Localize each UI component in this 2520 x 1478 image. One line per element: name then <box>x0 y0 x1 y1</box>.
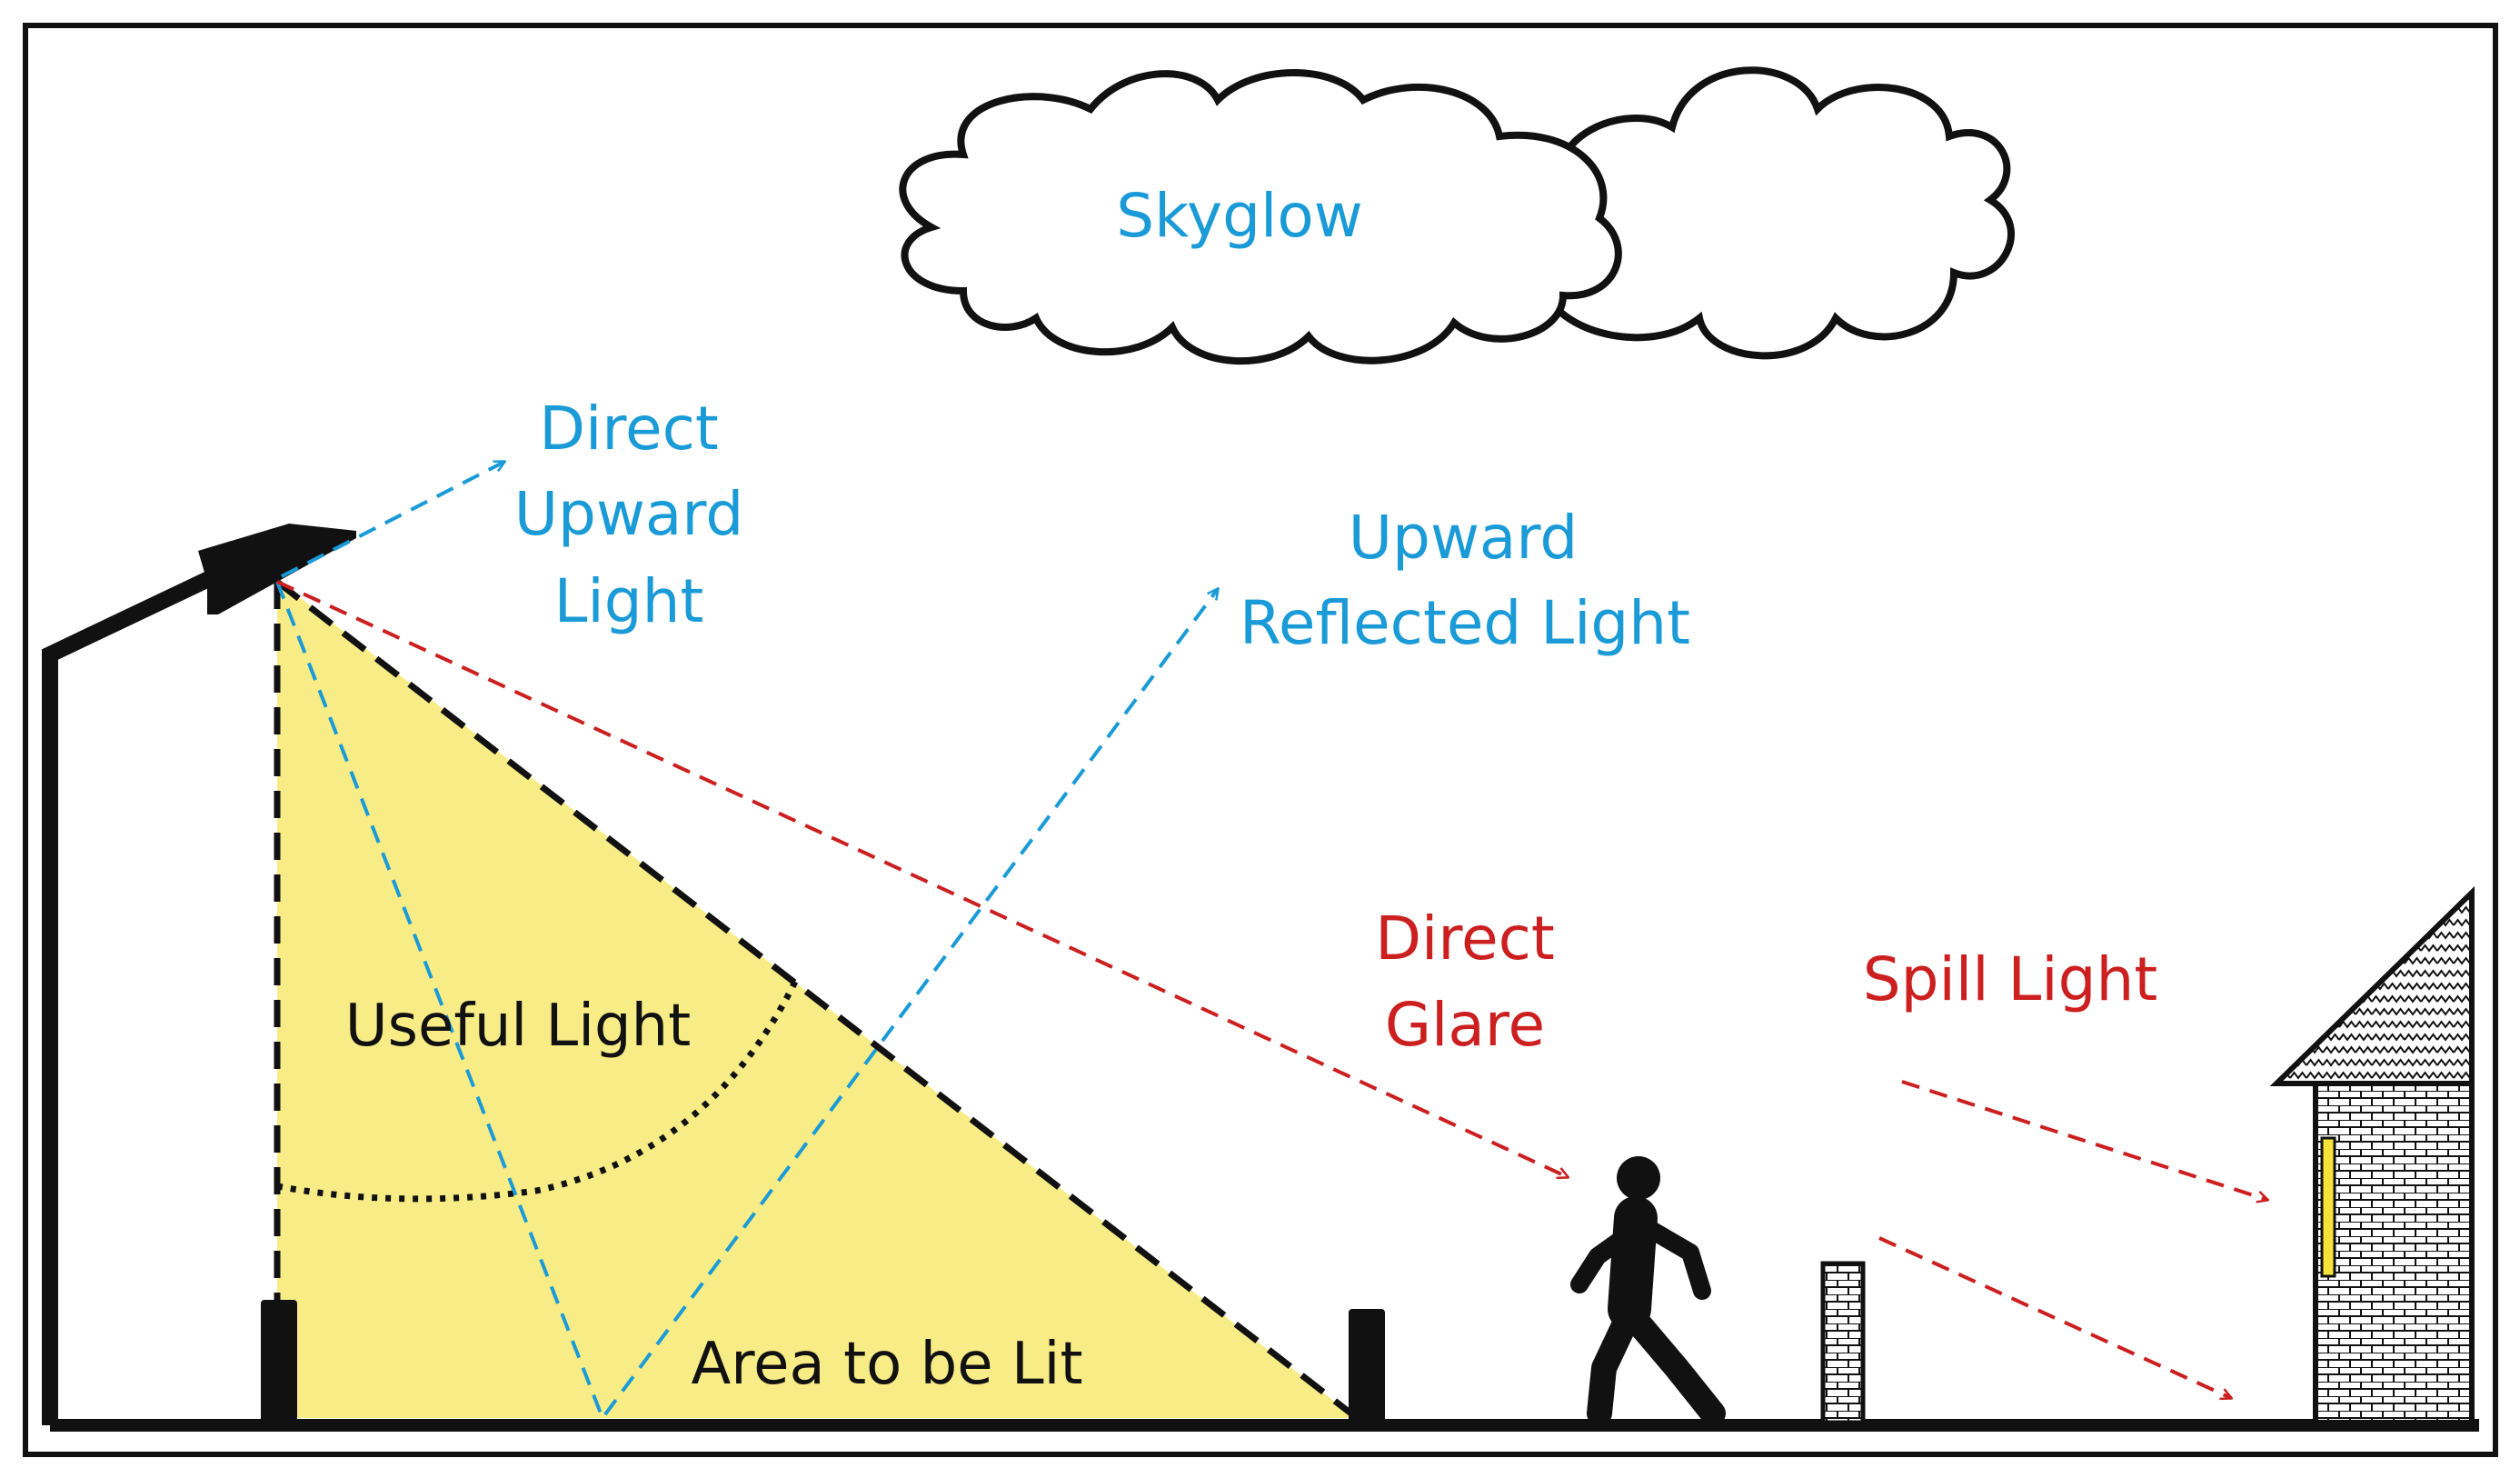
house-window <box>2320 1136 2336 1278</box>
label-skyglow: Skyglow <box>1116 181 1362 251</box>
useful-light-arc <box>276 980 799 1203</box>
bollard-left <box>261 1300 297 1425</box>
label-upward-reflected-light-2: Reflected Light <box>1240 588 1690 658</box>
pedestrian-icon <box>1570 1156 1726 1426</box>
lit-area-right-boundary <box>274 579 1355 1417</box>
cloud-left-icon <box>899 69 1622 365</box>
label-direct-glare-1: Direct <box>1375 904 1555 974</box>
lamp-head-icon <box>198 524 356 614</box>
label-direct-upward-light-3: Light <box>554 566 704 636</box>
cloud-right-icon <box>1508 66 2015 360</box>
label-spill-light: Spill Light <box>1863 944 2158 1014</box>
house-icon <box>2269 885 2475 1425</box>
bollard-right <box>1349 1309 1385 1425</box>
label-direct-upward-light-1: Direct <box>539 394 719 464</box>
label-direct-glare-2: Glare <box>1385 990 1545 1060</box>
label-upward-reflected-light-1: Upward <box>1349 503 1579 573</box>
brick-post <box>1820 1261 1866 1425</box>
direct-glare-arrow <box>276 580 1568 1177</box>
upward-reflected-light-arrow <box>275 581 1218 1423</box>
spill-light-arrow-upper <box>1901 1080 2267 1200</box>
spill-light-arrow-lower <box>1878 1236 2231 1398</box>
direct-upward-light-arrow <box>281 460 504 578</box>
label-useful-light: Useful Light <box>345 993 692 1060</box>
label-direct-upward-light-2: Upward <box>514 479 744 549</box>
label-area-to-be-lit: Area to be Lit <box>691 1331 1082 1398</box>
street-light-pole <box>42 566 222 1425</box>
